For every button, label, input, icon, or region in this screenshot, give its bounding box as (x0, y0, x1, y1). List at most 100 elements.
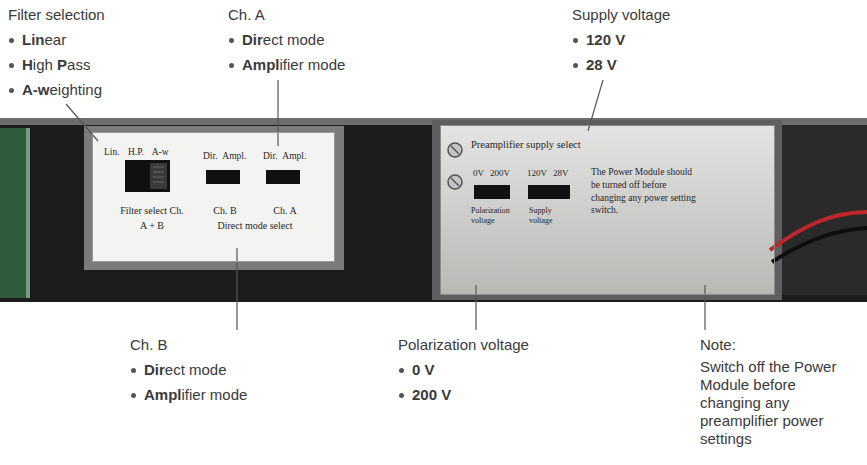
panel-label: 0V 200V (473, 168, 510, 180)
text-run: Ch. A (228, 6, 265, 23)
text-run: Polarization voltage (398, 336, 529, 353)
text-run: ass (67, 56, 90, 73)
polarization-switch (474, 185, 510, 199)
bullet-dot (9, 63, 14, 68)
text-run: Ampl (242, 56, 280, 73)
supply-plate (440, 125, 775, 295)
text-run: ect mode (263, 31, 325, 48)
filter-switch (125, 160, 170, 192)
panel-label: Filter select Ch. A + B (119, 203, 185, 233)
panel-label: Dir. Ampl. (203, 150, 246, 162)
text-run: ifier mode (182, 386, 248, 403)
option-label: Amplifier mode (144, 386, 247, 404)
text-run: eighting (50, 81, 103, 98)
text-run: Supply voltage (572, 6, 670, 23)
text-run: Note: (700, 336, 736, 353)
option-label: 120 V (586, 31, 625, 49)
slider-ridge (153, 172, 164, 173)
module-housing (0, 118, 867, 302)
bullet-dot (229, 63, 234, 68)
option-label: 200 V (412, 386, 451, 404)
panel-label: Supply voltage (529, 206, 573, 225)
screw-slot (451, 178, 459, 186)
leader-line (475, 285, 476, 330)
option-label: High Pass (22, 56, 90, 74)
supply-select-plate: Preamplifier supply select 0V 200V 120V 28… (440, 125, 775, 295)
text-run: 0 V (412, 361, 435, 378)
callout-label: Supply voltage (572, 6, 670, 24)
callout-label: Polarization voltage (398, 336, 529, 354)
panel-label: Polarization voltage (471, 206, 523, 225)
callout-label: Note: (700, 336, 736, 354)
bullet-dot (229, 38, 234, 43)
callout-label: Ch. B (130, 336, 168, 354)
panel-label: Lin. H.P. A-w (104, 146, 169, 158)
text-run: ifier mode (280, 56, 346, 73)
text-run: 120 V (586, 31, 625, 48)
panel-label: Direct mode select (195, 219, 315, 232)
text-run: Lin (22, 31, 45, 48)
panel-label: 120V 28V (527, 168, 569, 180)
screw-slot (451, 146, 459, 154)
direct-switch-b (206, 170, 240, 184)
slider-ridge (153, 167, 164, 168)
bullet-dot (9, 88, 14, 93)
text-run: Ampl (144, 386, 182, 403)
leader-line (66, 104, 98, 141)
bullet-dot (131, 393, 136, 398)
option-label: Direct mode (242, 31, 325, 49)
leader-line (236, 248, 237, 330)
bullet-dot (573, 63, 578, 68)
board-edge-highlight (26, 128, 30, 298)
option-label: Linear (22, 31, 66, 49)
black-wire (772, 228, 867, 262)
panel-label: Ch. A (265, 204, 305, 217)
circuit-board-edge (0, 128, 30, 298)
panel-label: Preamplifier supply select (471, 138, 581, 152)
bullet-dot (573, 38, 578, 43)
bullet-dot (9, 38, 14, 43)
text-run: P (57, 56, 67, 73)
screw (448, 143, 462, 157)
text-run: ect mode (165, 361, 227, 378)
text-run: A-w (22, 81, 50, 98)
panel-label: Dir. Ampl. (263, 150, 306, 162)
leader-line (277, 80, 278, 146)
text-run: ear (45, 31, 67, 48)
callout-label: Switch off the Power Module before chang… (700, 358, 860, 448)
text-run: Switch off the Power Module before chang… (700, 358, 836, 447)
module-slot (782, 125, 867, 295)
callout-label: Ch. A (228, 6, 265, 24)
filter-direct-panel: Lin. H.P. A-w Dir. Ampl. Dir. Ampl. Filter … (92, 132, 335, 262)
text-run: Dir (144, 361, 165, 378)
panel-bezel (84, 126, 344, 270)
leader-line (704, 285, 705, 330)
option-label: Direct mode (144, 361, 227, 379)
option-label: 28 V (586, 56, 617, 74)
direct-switch-a (266, 170, 300, 184)
option-label: 0 V (412, 361, 435, 379)
option-label: A-weighting (22, 81, 102, 99)
text-run: Filter selection (8, 6, 105, 23)
panel-label: The Power Module should be turned off be… (591, 166, 703, 217)
text-run: 200 V (412, 386, 451, 403)
bullet-dot (131, 368, 136, 373)
text-run: igh (33, 56, 57, 73)
text-run: Ch. B (130, 336, 168, 353)
text-run: Dir (242, 31, 263, 48)
leader-line (588, 80, 603, 131)
filter-panel-face (92, 132, 335, 262)
screw (448, 175, 462, 189)
bullet-dot (399, 393, 404, 398)
slider-ridge (153, 177, 164, 178)
panel-label: Ch. B (205, 204, 245, 217)
supply-switch (528, 185, 570, 199)
bullet-dot (399, 368, 404, 373)
slider-ridge (153, 182, 164, 183)
text-run: H (22, 56, 33, 73)
text-run: 28 V (586, 56, 617, 73)
plate-frame (432, 120, 782, 300)
filter-switch-slider (150, 163, 167, 189)
option-label: Amplifier mode (242, 56, 345, 74)
